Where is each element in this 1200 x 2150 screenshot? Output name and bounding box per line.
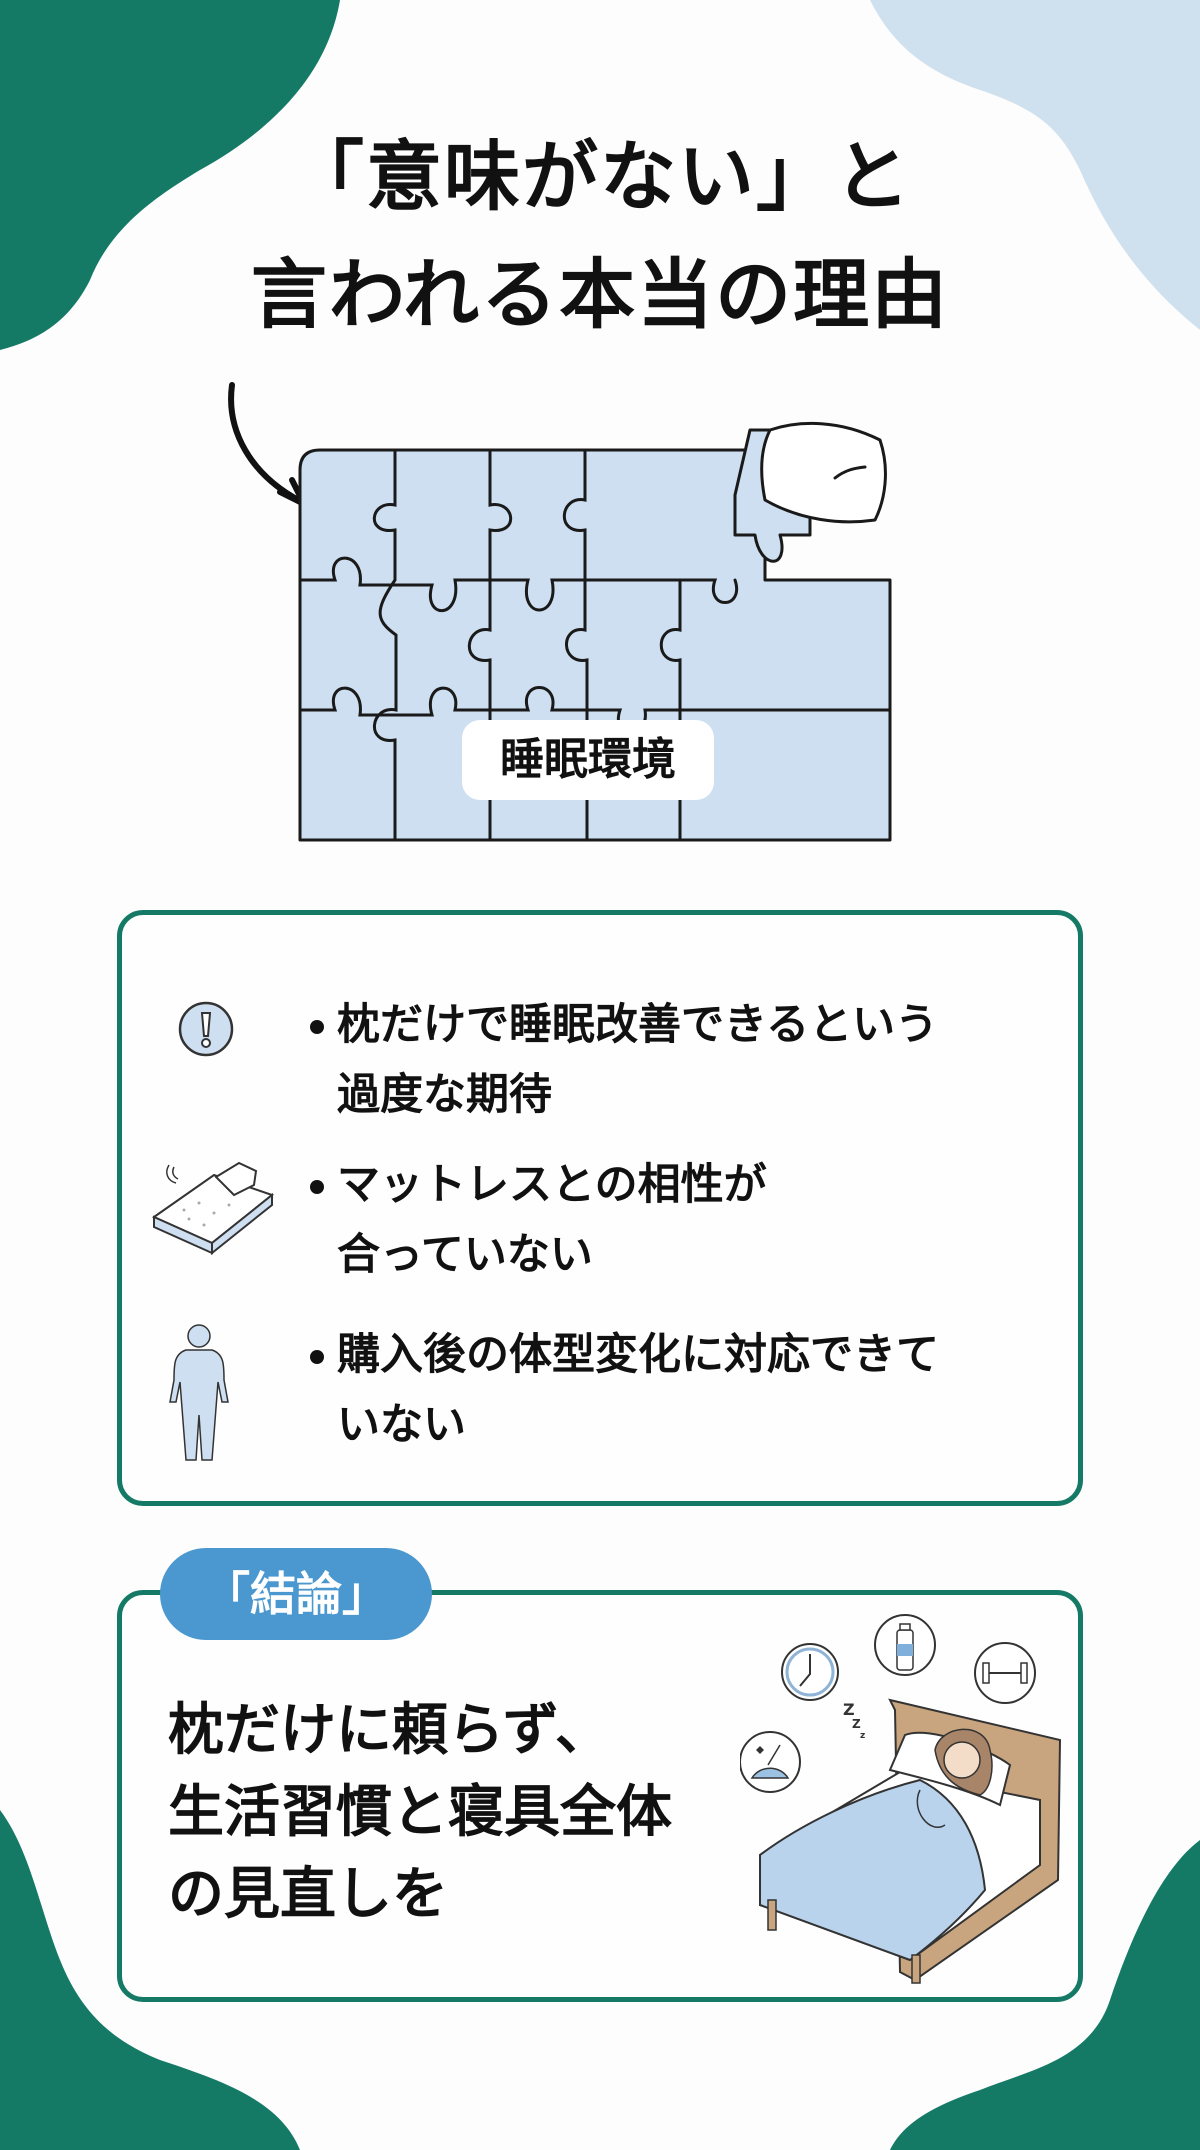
reasons-card: 枕だけで睡眠改善できるという 過度な期待 マットレスとの相性が 合っていない 購… xyxy=(117,910,1083,1506)
page-title: 「意味がない」と 言われる本当の理由 xyxy=(0,118,1200,354)
puzzle-illustration xyxy=(298,422,892,842)
reason-text: 購入後の体型変化に対応できて いない xyxy=(337,1330,939,1450)
reason-text: 枕だけで睡眠改善できるという 過度な期待 xyxy=(337,1000,939,1120)
svg-text:Z: Z xyxy=(852,1717,861,1731)
conclusion-text: 枕だけに頼らず、 生活習慣と寝具全体 の見直しを xyxy=(168,1698,672,1927)
green-blob-bottom-right xyxy=(890,1840,1200,2150)
svg-text:Z: Z xyxy=(843,1700,855,1719)
bullet-dot xyxy=(310,1020,324,1034)
dumbbell-icon xyxy=(974,1642,1036,1704)
body-silhouette-icon xyxy=(169,1324,229,1461)
green-blob-top-left xyxy=(0,0,340,350)
title-line-1: 「意味がない」と xyxy=(288,132,912,221)
sleep-aroma-icon xyxy=(740,1731,801,1793)
conclusion-badge: 「結論」 xyxy=(160,1548,432,1640)
mattress-icon xyxy=(151,1161,275,1255)
water-bottle-icon xyxy=(874,1614,936,1676)
green-blob-bottom-left xyxy=(0,1810,300,2150)
bullet-dot xyxy=(310,1350,324,1364)
sleeping-person-bed-illustration: Z Z z xyxy=(740,1614,1062,1984)
bullet-dot xyxy=(310,1180,324,1194)
svg-text:z: z xyxy=(860,1731,865,1741)
exclamation-icon xyxy=(178,1001,234,1057)
clock-icon xyxy=(781,1643,839,1701)
light-blue-blob-top-right xyxy=(870,0,1200,330)
title-line-2: 言われる本当の理由 xyxy=(250,250,950,339)
puzzle-label: 睡眠環境 xyxy=(462,720,714,800)
reason-text: マットレスとの相性が 合っていない xyxy=(337,1160,767,1280)
